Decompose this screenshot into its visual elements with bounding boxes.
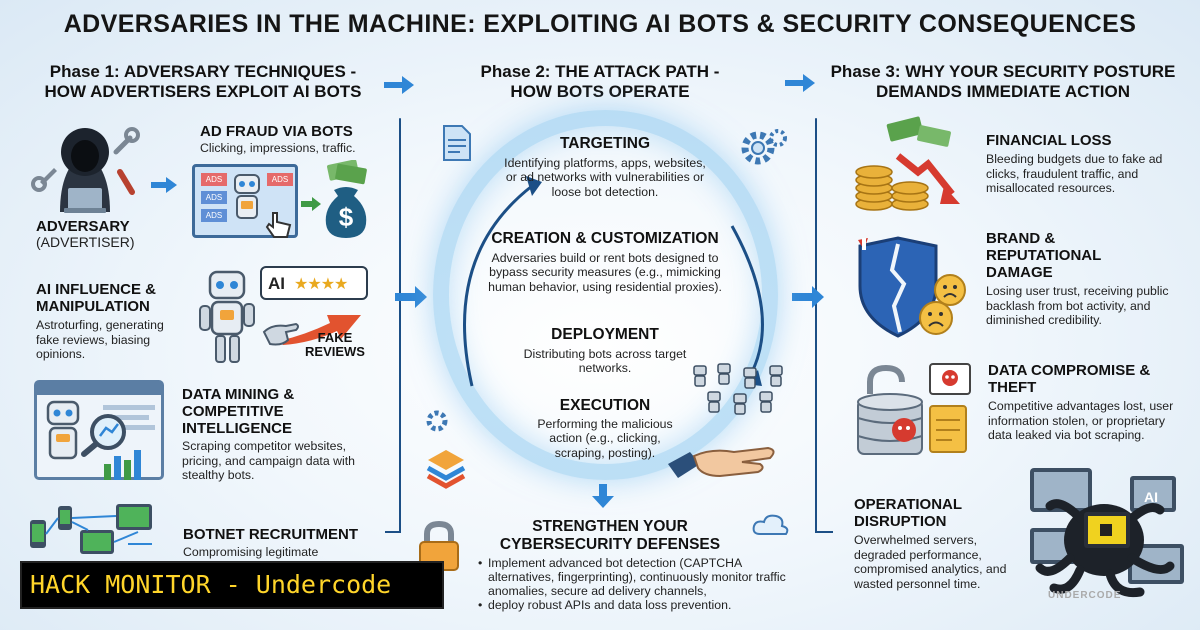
layers-icon: [426, 450, 466, 489]
defense-title-line2: CYBERSECURITY DEFENSES: [499, 536, 721, 553]
attack-step-title: EXECUTION: [559, 397, 651, 414]
octopus-laptop-icon: AI: [1030, 468, 1184, 598]
bar-chart-icon: [104, 450, 141, 480]
fake-reviews-label: FAKE REVIEWS: [305, 331, 365, 359]
attack-step-desc: Distributing bots across target networks…: [523, 347, 687, 376]
review-stars-icon: ★★★★: [294, 276, 348, 293]
defense-title-line1: STRENGTHEN YOUR: [532, 518, 688, 535]
browser-line: [103, 405, 155, 410]
phase1-item-title: AD FRAUD VIA BOTS: [200, 123, 353, 140]
phase3-item-desc: Losing user trust, receiving public back…: [986, 284, 1169, 327]
database-icon: [857, 364, 967, 455]
flow-arrow-icon: [395, 286, 427, 308]
review-bubble: AI ★★★★: [260, 266, 368, 300]
phase-arrow-icon: [785, 74, 815, 92]
adversary-sublabel: (ADVERTISER): [36, 234, 135, 250]
browser-line: [103, 415, 149, 420]
phase1-heading-line2: HOW ADVERTISERS EXPLOIT AI BOTS: [44, 82, 362, 101]
phase3-item-desc: Bleeding budgets due to fake ad clicks, …: [986, 152, 1163, 195]
right-divider: [815, 118, 817, 533]
phase3-item-title: DATA COMPROMISE & THEFT: [988, 362, 1151, 396]
left-divider-foot: [385, 531, 401, 533]
hand-icon: [262, 322, 299, 346]
hand-icon: [668, 446, 775, 478]
left-divider: [399, 118, 401, 533]
defense-title: STRENGTHEN YOUR CYBERSECURITY DEFENSES: [470, 518, 750, 554]
banner-text: HACK MONITOR - Undercode: [30, 570, 392, 599]
attack-step-desc: Adversaries build or rent bots designed …: [488, 251, 722, 294]
magnifier-robot-icon: [46, 400, 126, 460]
adversary-label: ADVERSARY: [36, 218, 130, 235]
gear-icon: [426, 410, 448, 432]
phase1-item-desc: Astroturfing, generating fake reviews, b…: [36, 318, 164, 361]
fake-label: FAKE: [317, 330, 353, 345]
phase1-item-desc: Compromising legitimate: [183, 545, 319, 559]
laptop-ai-badge: AI: [1144, 489, 1158, 505]
browser-line: [103, 425, 155, 430]
money-symbol: $: [339, 202, 354, 232]
defense-item: deploy robust APIs and data loss prevent…: [478, 598, 798, 612]
phase1-item-title: DATA MINING & COMPETITIVE INTELLIGENCE: [182, 386, 295, 437]
phase3-heading-line1: Phase 3: WHY YOUR SECURITY POSTURE: [830, 62, 1176, 81]
phase3-item-desc: Competitive advantages lost, user inform…: [988, 399, 1174, 442]
attack-step-title: CREATION & CUSTOMIZATION: [491, 230, 719, 247]
attack-step-title: DEPLOYMENT: [551, 326, 659, 343]
botnet-devices-icon: [30, 504, 152, 554]
ads-screen-icon: ADS ADS ADS ADS: [192, 164, 298, 238]
hooded-hacker-icon: [31, 127, 140, 213]
phase1-item-title: BOTNET RECRUITMENT: [183, 526, 358, 543]
defense-list: Implement advanced bot detection (CAPTCH…: [478, 556, 798, 612]
arrow-icon: [301, 197, 321, 211]
ads-label: ADS: [201, 173, 227, 186]
phase1-item-title: AI INFLUENCE & MANIPULATION: [36, 281, 156, 315]
sad-face-icon: [919, 274, 966, 335]
attack-step-desc: Performing the malicious action (e.g., c…: [537, 417, 673, 460]
phase3-heading-line2: DEMANDS IMMEDIATE ACTION: [875, 82, 1131, 101]
cloud-icon: [752, 514, 789, 535]
phase3-item-title: BRAND & REPUTATIONAL DAMAGE: [986, 230, 1101, 281]
cursor-hand-icon: [265, 212, 292, 238]
robot-icon: [199, 270, 255, 363]
phase1-heading: Phase 1: ADVERSARY TECHNIQUES - HOW ADVE…: [18, 62, 388, 102]
money-coins-icon: [855, 116, 960, 211]
watermark: UNDERCODE: [1048, 590, 1122, 601]
trend-arrow-icon: [279, 315, 361, 345]
ads-label: ADS: [201, 191, 227, 204]
ads-label: ADS: [201, 209, 227, 222]
money-bag-icon: $: [325, 160, 367, 238]
attack-step-title: TARGETING: [559, 135, 651, 152]
phase1-item-desc: Clicking, impressions, traffic.: [200, 141, 356, 155]
attack-step-desc: Identifying platforms, apps, websites, o…: [504, 156, 706, 199]
gear-icon: [741, 129, 787, 165]
phase1-item-desc: Scraping competitor websites, pricing, a…: [182, 439, 355, 482]
phase2-heading-line1: Phase 2: THE ATTACK PATH -: [480, 62, 720, 81]
browser-toolbar: [37, 383, 161, 395]
phase3-item-title: OPERATIONAL DISRUPTION: [854, 496, 962, 530]
page-title: ADVERSARIES IN THE MACHINE: EXPLOITING A…: [63, 10, 1137, 38]
phase3-item-title: FINANCIAL LOSS: [986, 132, 1112, 149]
right-divider-foot: [815, 531, 833, 533]
ads-label: ADS: [267, 173, 293, 186]
ai-badge: AI: [268, 274, 285, 293]
phase1-heading-line1: Phase 1: ADVERSARY TECHNIQUES -: [49, 62, 357, 81]
bot-swarm-icon: [693, 363, 783, 415]
phase3-item-desc: Overwhelmed servers, degraded performanc…: [854, 533, 1007, 591]
skull-icon: [929, 363, 971, 395]
document-icon: [443, 125, 471, 161]
flow-arrow-icon: [792, 286, 824, 308]
reviews-label: REVIEWS: [305, 344, 365, 359]
defense-item: Implement advanced bot detection (CAPTCH…: [478, 556, 798, 598]
hack-monitor-banner: HACK MONITOR - Undercode: [20, 561, 444, 609]
phase2-heading-line2: HOW BOTS OPERATE: [510, 82, 690, 101]
down-arrow-icon: [592, 484, 614, 508]
phase3-heading: Phase 3: WHY YOUR SECURITY POSTURE DEMAN…: [818, 62, 1188, 102]
arrow-icon: [151, 177, 177, 193]
phase-arrow-icon: [384, 76, 414, 94]
phase2-heading: Phase 2: THE ATTACK PATH - HOW BOTS OPER…: [440, 62, 760, 102]
robot-icon: [234, 174, 260, 219]
